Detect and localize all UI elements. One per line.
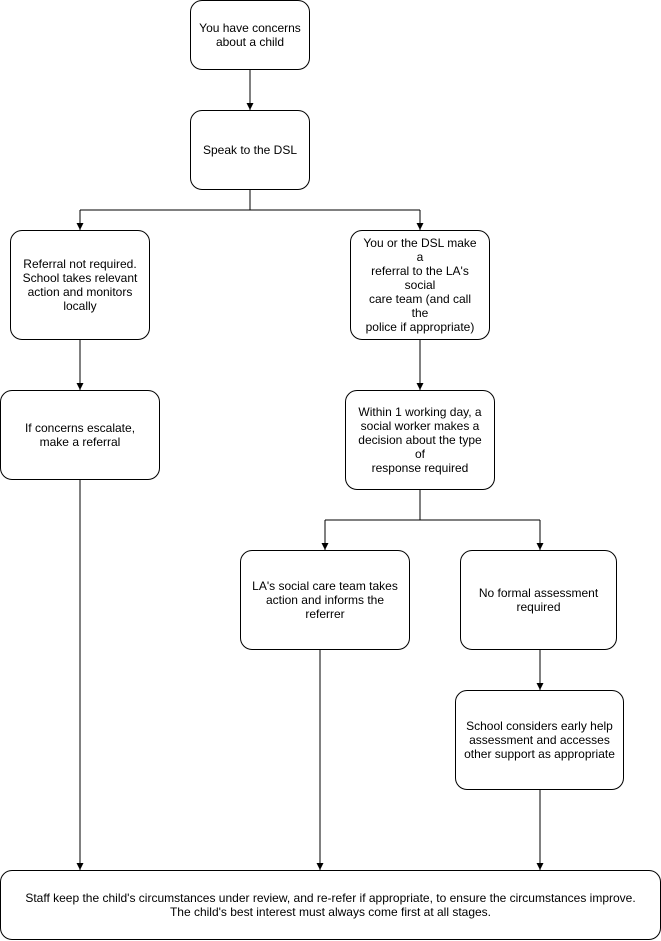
node-label: School considers early help assessment a… <box>464 719 615 761</box>
node-la-takes-action: LA's social care team takes action and i… <box>240 550 410 650</box>
node-label: If concerns escalate, make a referral <box>24 421 136 449</box>
connector-decision-branch <box>325 490 540 521</box>
node-label: LA's social care team takes action and i… <box>252 579 398 621</box>
node-label: You or the DSL make a referral to the LA… <box>363 236 477 334</box>
node-make-referral: You or the DSL make a referral to the LA… <box>350 230 490 340</box>
node-label: You have concerns about a child <box>199 21 301 49</box>
node-label: Referral not required. School takes rele… <box>22 257 138 313</box>
node-concerns-about-child: You have concerns about a child <box>190 0 310 70</box>
node-concerns-escalate: If concerns escalate, make a referral <box>0 390 160 480</box>
node-keep-under-review: Staff keep the child's circumstances und… <box>0 870 661 940</box>
node-early-help-assessment: School considers early help assessment a… <box>455 690 624 790</box>
node-social-worker-decision: Within 1 working day, a social worker ma… <box>345 390 495 490</box>
connector-dsl-branch <box>80 190 420 211</box>
node-label: No formal assessment required <box>478 586 599 614</box>
node-speak-to-dsl: Speak to the DSL <box>190 110 310 190</box>
node-referral-not-required: Referral not required. School takes rele… <box>10 230 150 340</box>
node-label: Within 1 working day, a social worker ma… <box>358 405 482 475</box>
node-label: Staff keep the child's circumstances und… <box>25 891 636 919</box>
node-no-formal-assessment: No formal assessment required <box>460 550 617 650</box>
node-label: Speak to the DSL <box>202 143 298 157</box>
